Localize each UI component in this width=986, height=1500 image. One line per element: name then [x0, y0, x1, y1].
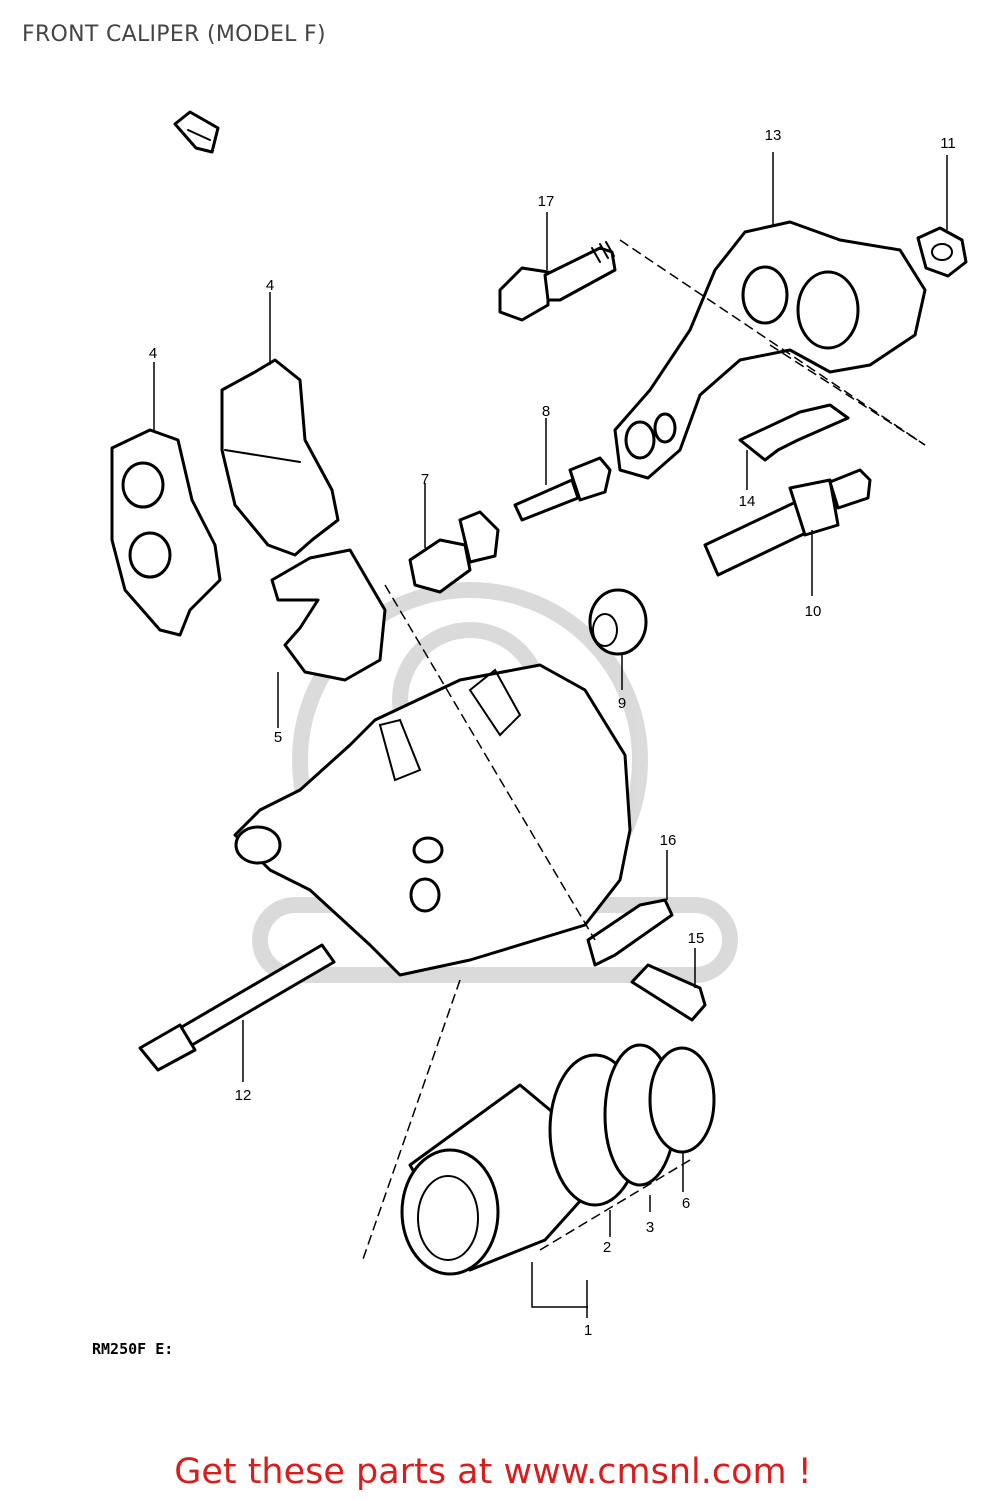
- callout-6: 6: [682, 1195, 690, 1212]
- callout-2: 2: [603, 1239, 611, 1256]
- brake-pad-outer-part[interactable]: [220, 358, 340, 557]
- pin-boot-part[interactable]: [408, 510, 500, 594]
- callout-8: 8: [542, 403, 550, 420]
- pad-clip-part[interactable]: [738, 403, 850, 462]
- callout-7: 7: [421, 471, 429, 488]
- slide-pin-lower-part[interactable]: [703, 468, 872, 577]
- pad-spring-part[interactable]: [270, 548, 387, 682]
- bracket-bolt-part[interactable]: [498, 241, 617, 322]
- bracket-nut-part[interactable]: [916, 226, 968, 278]
- callout-4-inner: 4: [149, 345, 157, 362]
- bleeder-screw-part[interactable]: [630, 963, 707, 1022]
- callout-13: 13: [765, 127, 782, 144]
- callout-1: 1: [584, 1322, 592, 1339]
- callout-4-outer: 4: [266, 277, 274, 294]
- caliper-body-part[interactable]: [233, 663, 632, 977]
- callout-9: 9: [618, 695, 626, 712]
- front-arrow-icon: [173, 110, 220, 154]
- callout-3: 3: [646, 1219, 654, 1236]
- assembly-lines: [361, 239, 926, 1263]
- circlip-part[interactable]: [648, 1046, 716, 1154]
- hanger-pin-part[interactable]: [138, 943, 336, 1072]
- leader-lines: [153, 152, 948, 1318]
- page-title: FRONT CALIPER (MODEL F): [22, 22, 326, 47]
- callout-16: 16: [660, 832, 677, 849]
- cta-link[interactable]: Get these parts at www.cmsnl.com !: [174, 1452, 812, 1492]
- callout-10: 10: [805, 603, 822, 620]
- caliper-bracket-part[interactable]: [613, 220, 927, 480]
- callout-15: 15: [688, 930, 705, 947]
- model-code-label: RM250F E:: [92, 1340, 174, 1358]
- callout-11: 11: [940, 135, 956, 152]
- callout-12: 12: [235, 1087, 252, 1104]
- callout-17: 17: [538, 193, 555, 210]
- callout-5: 5: [274, 729, 282, 746]
- caliper-seal-part[interactable]: [588, 588, 648, 656]
- slide-pin-upper-part[interactable]: [513, 456, 612, 522]
- callout-14: 14: [739, 493, 756, 510]
- brake-pad-inner-part[interactable]: [110, 428, 222, 637]
- bleeder-cap-part[interactable]: [586, 898, 674, 967]
- caliper-piston-part[interactable]: [400, 1083, 592, 1276]
